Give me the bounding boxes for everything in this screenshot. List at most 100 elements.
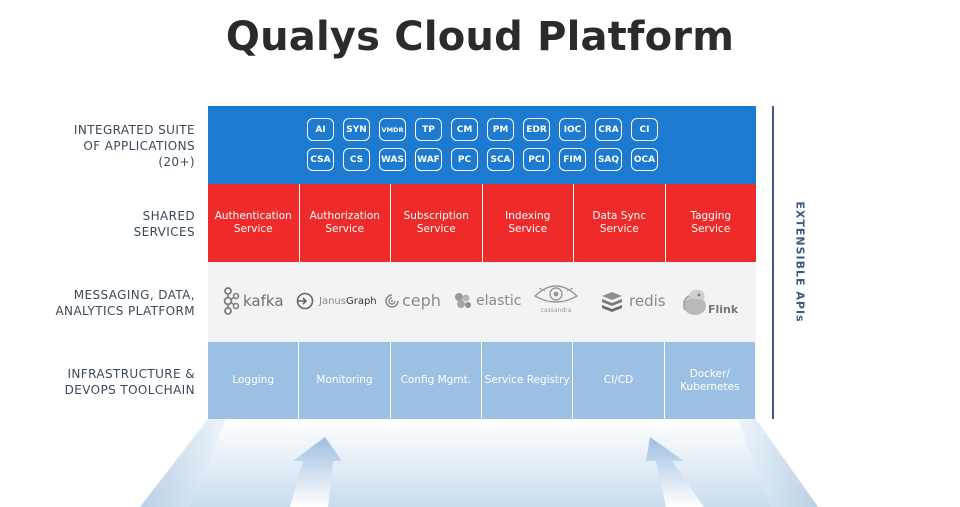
redis-icon xyxy=(602,292,622,312)
row-label-apps: INTEGRATED SUITE OF APPLICATIONS (20+) xyxy=(74,122,195,170)
app-pill-oca[interactable]: OCA xyxy=(631,148,658,171)
cassandra-eye-icon xyxy=(533,285,579,303)
infra-tool-config-mgmt[interactable]: Config Mgmt. xyxy=(391,342,482,419)
up-arrow-left-icon xyxy=(290,437,342,507)
applications-row: AI SYN VMDR TP CM PM EDR IOC CRA CI CSA CS WAS WAF PC S… xyxy=(208,106,756,184)
row-label-apps-line1: INTEGRATED SUITE xyxy=(73,123,195,137)
ceph-icon xyxy=(385,293,399,308)
infra-tool-service-registry[interactable]: Service Registry xyxy=(482,342,574,419)
row-label-messaging: MESSAGING, DATA, ANALYTICS PLATFORM xyxy=(55,287,195,319)
infra-tool-logging[interactable]: Logging xyxy=(208,342,300,419)
app-pill-pm[interactable]: PM xyxy=(487,118,514,141)
app-pill-ai[interactable]: AI xyxy=(307,118,334,141)
redis-text: redis xyxy=(629,292,666,310)
row-label-apps-line2: OF APPLICATIONS xyxy=(83,139,195,153)
infra-tool-label: Monitoring xyxy=(316,374,372,387)
app-pill-syn[interactable]: SYN xyxy=(343,118,370,141)
kafka-logo: kafka xyxy=(222,287,284,315)
shared-service-label-line: Service xyxy=(508,223,548,235)
flink-squirrel-icon xyxy=(683,289,706,315)
shared-service-label-line: Service xyxy=(233,223,273,235)
row-label-infra: INFRASTRUCTURE & DEVOPS TOOLCHAIN xyxy=(65,366,195,398)
row-label-infra-line2: DEVOPS TOOLCHAIN xyxy=(64,383,195,397)
ceph-logo: ceph xyxy=(384,291,441,310)
infra-tool-label-line: CI/CD xyxy=(603,374,634,386)
app-pill-edr[interactable]: EDR xyxy=(523,118,550,141)
infra-tool-label: Logging xyxy=(232,374,274,387)
infra-tool-docker-kubernetes[interactable]: Docker/Kubernetes xyxy=(665,342,756,419)
row-label-shared-line1: SHARED xyxy=(142,209,195,223)
app-pill-waf[interactable]: WAF xyxy=(415,148,442,171)
elastic-logo: elastic xyxy=(453,292,521,310)
infra-tool-label-line: Kubernetes xyxy=(680,380,740,393)
elastic-icon xyxy=(455,293,471,308)
shared-service-label-line: Service xyxy=(691,223,731,235)
app-pill-fim[interactable]: FIM xyxy=(559,148,586,171)
base-foundation-graphic xyxy=(140,419,818,507)
page-title: Qualys Cloud Platform xyxy=(225,14,735,60)
shared-service-label-line: Data Sync xyxy=(592,210,647,222)
shared-service-label-line: Service xyxy=(325,223,365,235)
flink-text: Flink xyxy=(708,302,739,316)
app-pill-tp[interactable]: TP xyxy=(415,118,442,141)
cassandra-logo: cassandra xyxy=(533,282,579,314)
app-pill-was[interactable]: WAS xyxy=(379,148,406,171)
infra-tool-label-line: Docker/ xyxy=(689,367,730,380)
infra-tool-label-line: Logging xyxy=(232,374,274,386)
extensible-apis-label: EXTENSIBLE APIs xyxy=(793,201,807,323)
up-arrow-right-icon xyxy=(646,437,704,507)
shared-service-label-line: Service xyxy=(416,223,456,235)
shared-service-label-line: Tagging xyxy=(690,210,732,222)
app-pill-cra[interactable]: CRA xyxy=(595,118,622,141)
row-label-shared: SHARED SERVICES xyxy=(134,208,195,240)
app-pill-pci[interactable]: PCI xyxy=(523,148,550,171)
row-label-shared-line2: SERVICES xyxy=(133,225,195,239)
flink-logo: Flink xyxy=(680,286,738,318)
shared-service-label-line: Authentication xyxy=(214,210,292,222)
app-pill-cm[interactable]: CM xyxy=(451,118,478,141)
shared-service-label-line: Service xyxy=(599,223,639,235)
infra-tool-label: Service Registry xyxy=(485,374,570,387)
app-pill-vmdr[interactable]: VMDR xyxy=(379,118,406,141)
row-label-messaging-line1: MESSAGING, DATA, xyxy=(73,288,195,302)
app-pill-saq[interactable]: SAQ xyxy=(595,148,622,171)
app-pill-sca[interactable]: SCA xyxy=(487,148,514,171)
infra-tool-monitoring[interactable]: Monitoring xyxy=(299,342,391,419)
janusgraph-text-prefix: Janus xyxy=(319,295,346,307)
kafka-icon xyxy=(223,287,240,315)
infra-tool-label-line: Service Registry xyxy=(484,374,570,386)
infra-tool-label-line: Config Mgmt. xyxy=(400,374,472,386)
infra-tool-label-line: Monitoring xyxy=(316,374,373,386)
elastic-text: elastic xyxy=(476,293,522,309)
redis-logo: redis xyxy=(600,290,666,312)
kafka-text: kafka xyxy=(243,292,284,310)
ceph-text: ceph xyxy=(402,291,441,310)
infrastructure-row: Logging Monitoring Config Mgmt. Service Reg… xyxy=(208,342,756,419)
app-pill-ci[interactable]: CI xyxy=(631,118,658,141)
app-pill-pc[interactable]: PC xyxy=(451,148,478,171)
app-pill-cs[interactable]: CS xyxy=(343,148,370,171)
app-grid: AI SYN VMDR TP CM PM EDR IOC CRA CI CSA CS WAS WAF PC S… xyxy=(307,118,667,171)
shared-service-label-line: Subscription xyxy=(403,210,469,222)
janusgraph-text-suffix: Graph xyxy=(345,295,377,307)
app-pill-ioc[interactable]: IOC xyxy=(559,118,586,141)
cassandra-text: cassandra xyxy=(540,307,572,314)
app-pill-csa[interactable]: CSA xyxy=(307,148,334,171)
shared-service-label-line: Authorization xyxy=(309,210,380,222)
janusgraph-icon xyxy=(296,292,314,310)
infra-tool-ci-cd[interactable]: CI/CD xyxy=(573,342,665,419)
